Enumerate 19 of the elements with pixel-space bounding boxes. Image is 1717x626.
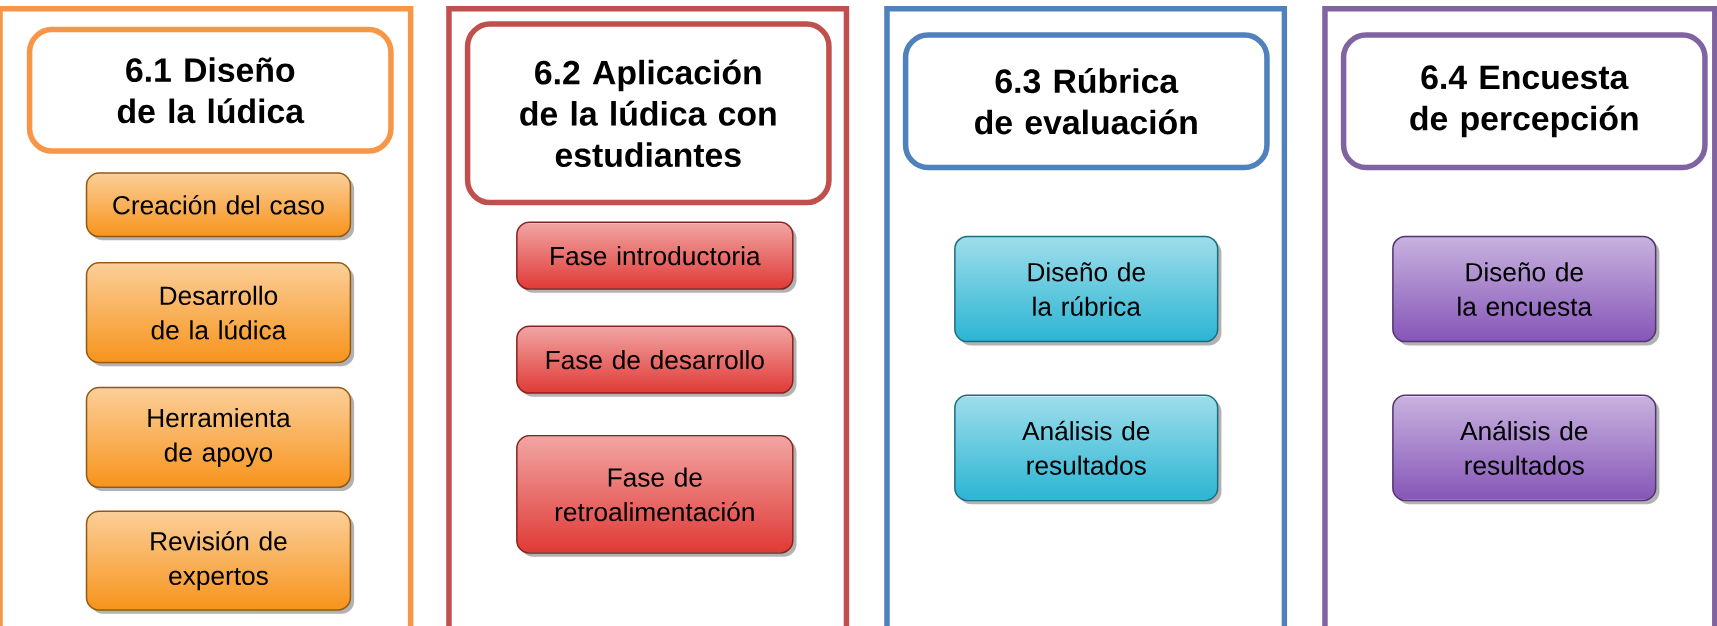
step-box: Fase de desarrollo xyxy=(516,325,797,397)
column-panel xyxy=(0,5,414,626)
heading-box: 6.3 Rúbrica de evaluación xyxy=(902,32,1270,171)
step-box: Creación del caso xyxy=(85,172,355,241)
column-panel xyxy=(884,5,1288,626)
step-box: Diseño de la rúbrica xyxy=(954,235,1222,346)
heading-box: 6.1 Diseño de la lúdica xyxy=(26,26,394,154)
step-box: Fase introductoria xyxy=(516,221,797,293)
heading-box: 6.4 Encuesta de percepción xyxy=(1340,32,1708,171)
step-box: Herramienta de apoyo xyxy=(85,386,355,491)
step-box: Diseño de la encuesta xyxy=(1392,235,1660,346)
column-panel xyxy=(1322,5,1717,626)
step-box: Análisis de resultados xyxy=(1392,394,1660,505)
step-box: Desarrollo de la lúdica xyxy=(85,262,355,367)
step-box: Revisión de expertos xyxy=(85,510,355,614)
heading-box: 6.2 Aplicación de la lúdica con estudiantes xyxy=(464,21,832,206)
step-box: Análisis de resultados xyxy=(954,394,1222,505)
column-panel xyxy=(446,5,850,626)
step-box: Fase de retroalimentación xyxy=(516,435,797,557)
